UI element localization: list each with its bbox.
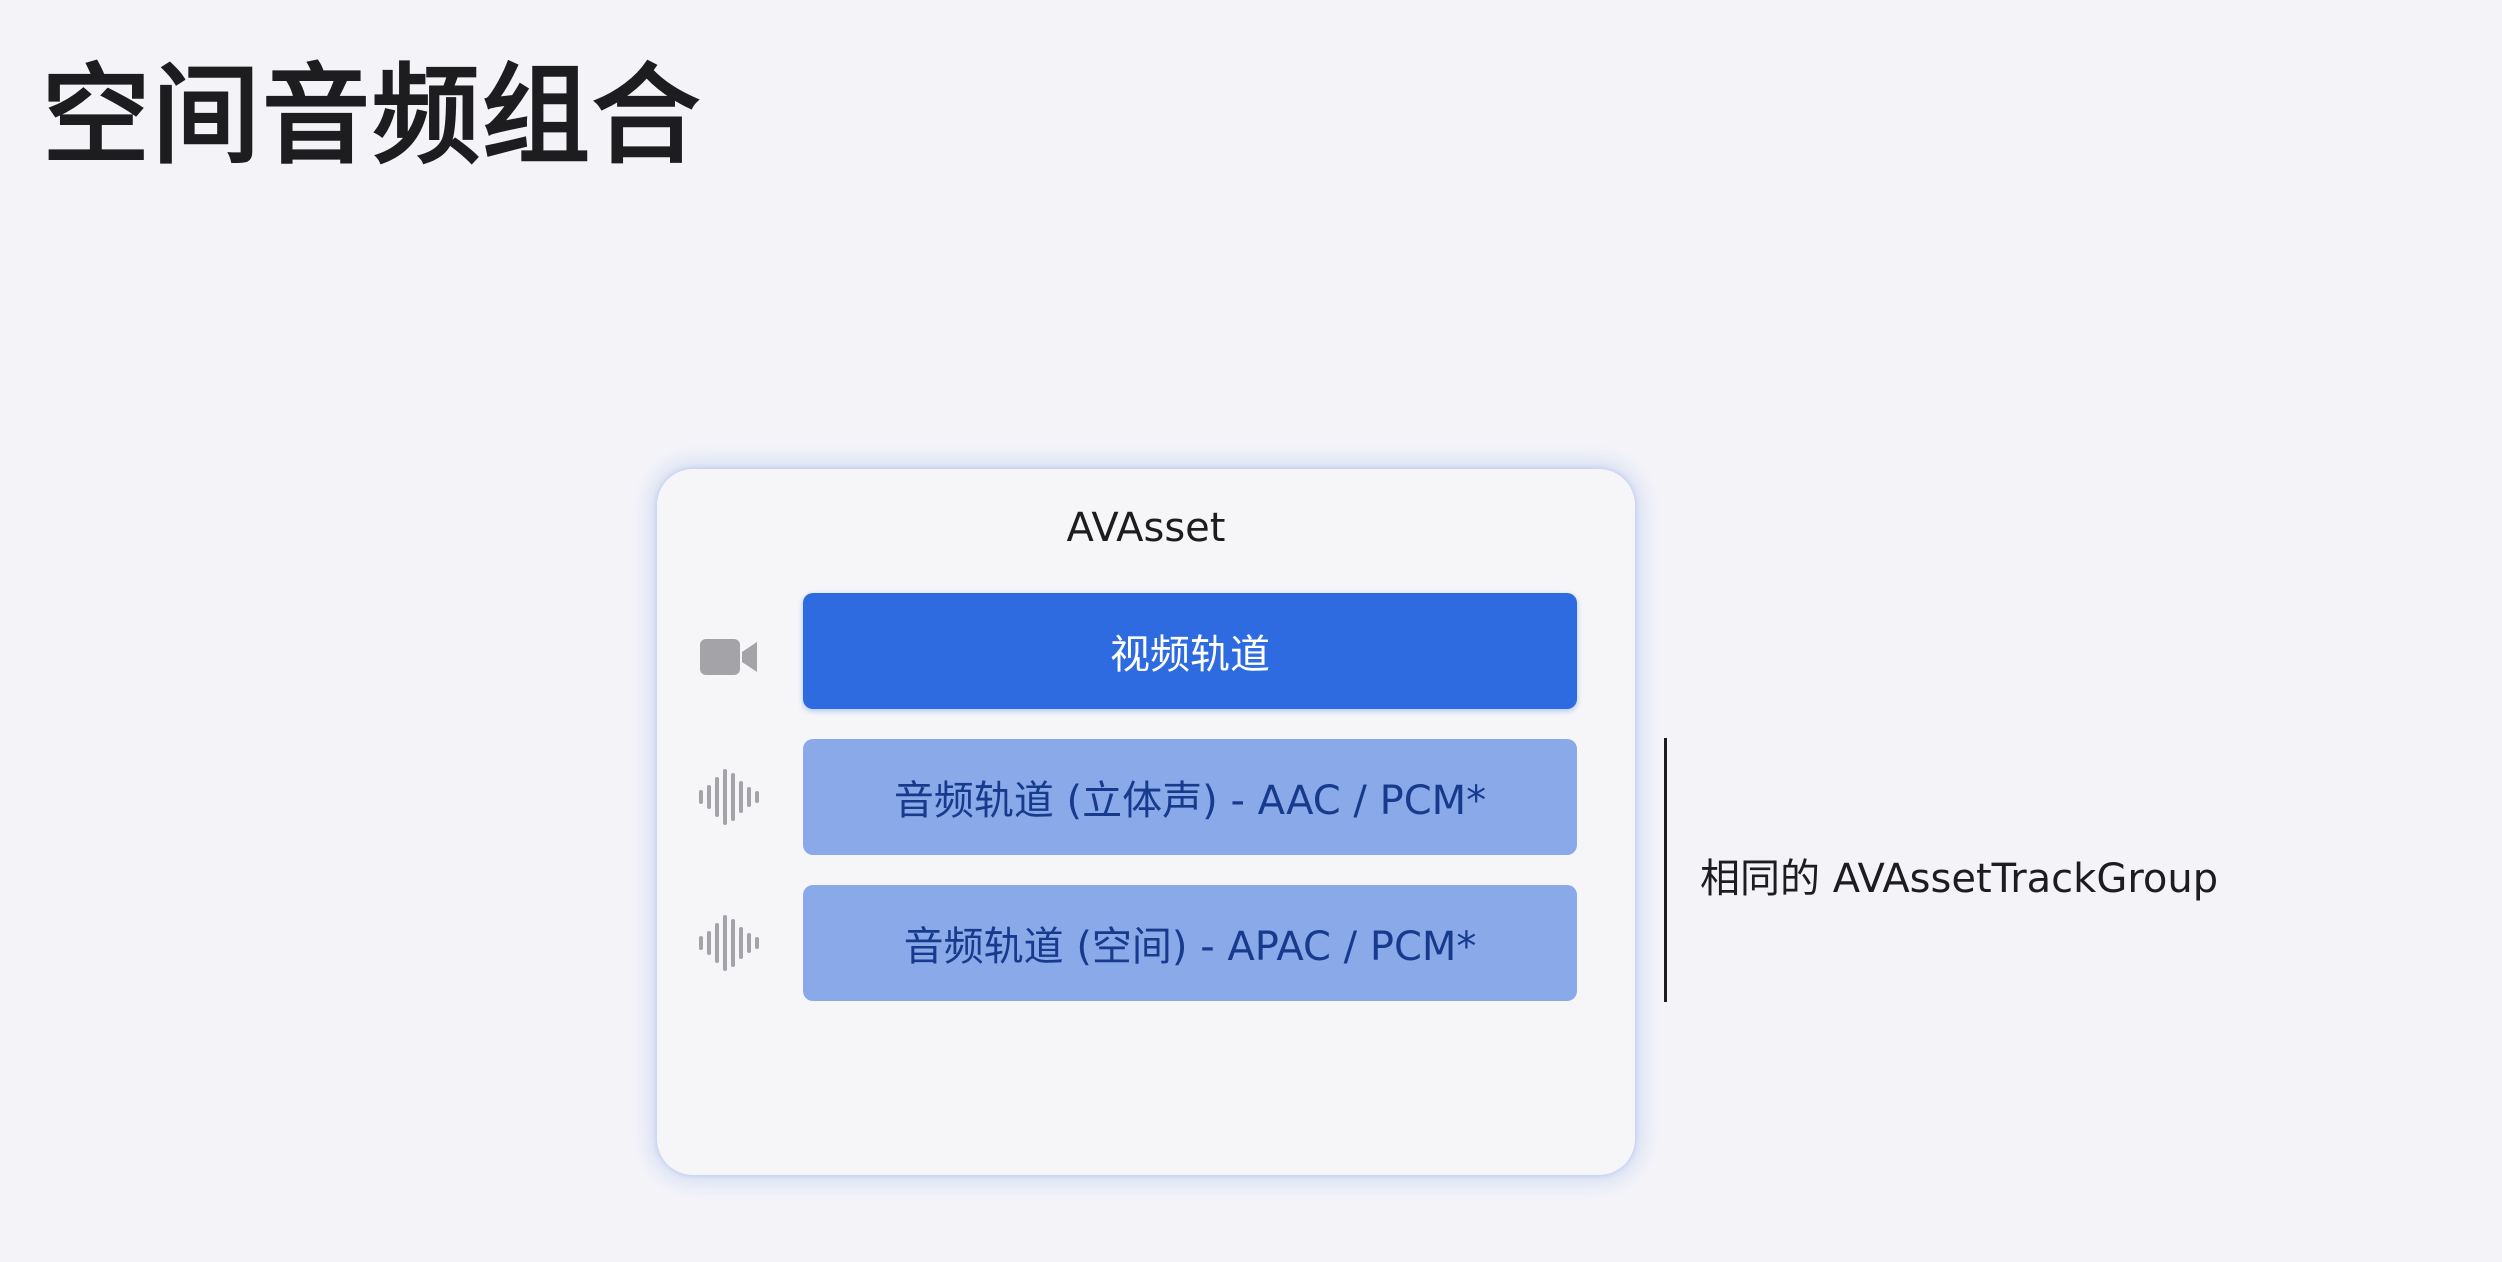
track-audio-spatial: 音频轨道 (空间) - APAC / PCM* xyxy=(803,885,1577,1001)
asset-title: AVAsset xyxy=(1066,505,1226,551)
page-title: 空间音频组合 xyxy=(42,54,703,179)
track-group-bracket xyxy=(1664,738,1667,1002)
video-camera-icon xyxy=(700,639,757,675)
track-audio-stereo-label: 音频轨道 (立体声) - AAC / PCM* xyxy=(893,778,1487,824)
track-audio-stereo: 音频轨道 (立体声) - AAC / PCM* xyxy=(803,739,1577,855)
track-group-label: 相同的 AVAssetTrackGroup xyxy=(1700,856,2219,902)
track-video-label: 视频轨道 xyxy=(1110,632,1270,678)
avasset-container: AVAsset 视频轨道 音频轨道 (立体声) - AAC / PCM* xyxy=(657,469,1635,1175)
track-video: 视频轨道 xyxy=(803,593,1577,709)
audio-waveform-icon xyxy=(699,769,759,825)
track-audio-spatial-label: 音频轨道 (空间) - APAC / PCM* xyxy=(903,924,1477,970)
audio-waveform-icon xyxy=(699,915,759,971)
